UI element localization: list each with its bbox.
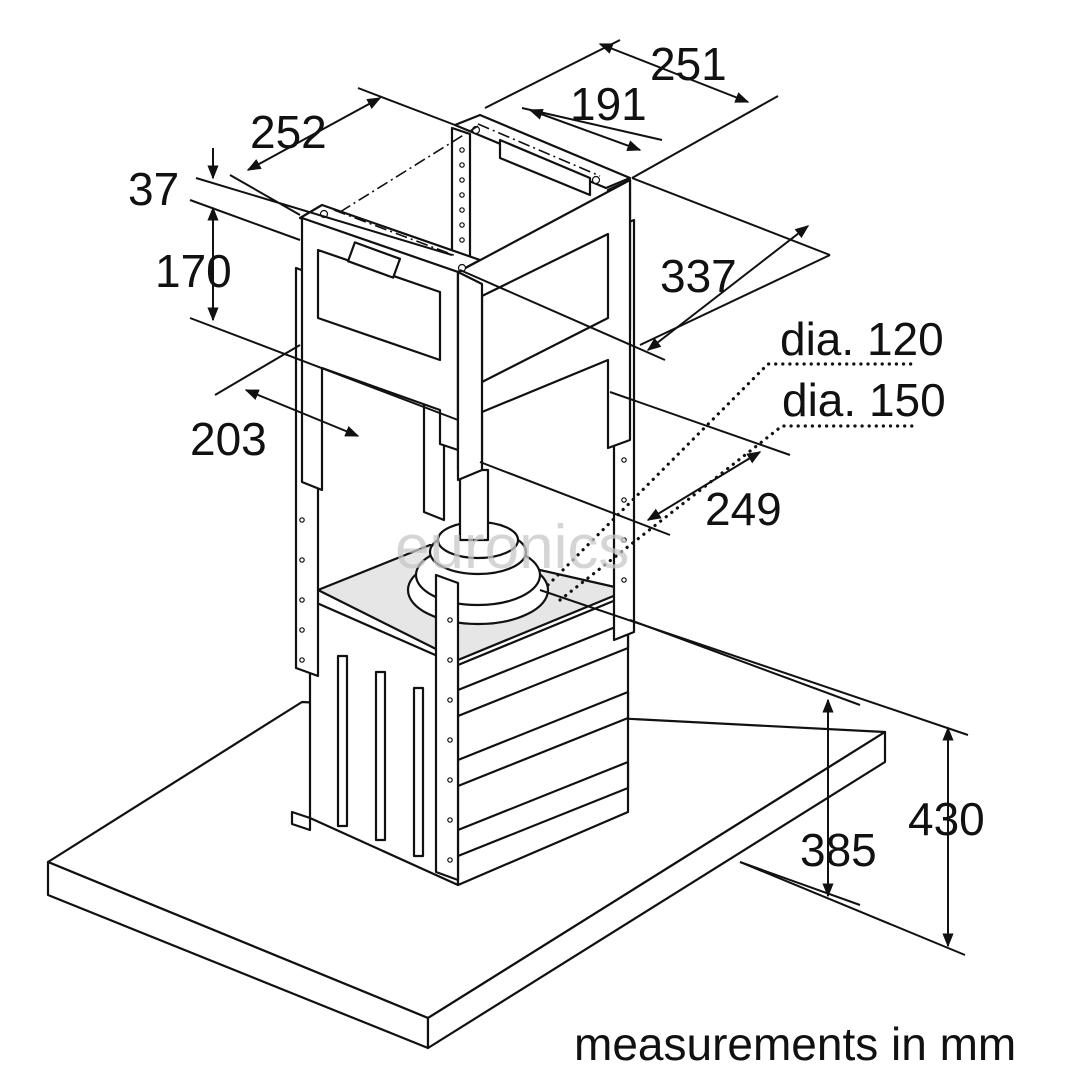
- dim-337: 337: [660, 250, 737, 302]
- lower-chimney-box: [290, 543, 630, 887]
- mounting-holes: [299, 125, 627, 863]
- dim-191: 191: [570, 78, 647, 130]
- dim-252: 252: [250, 106, 327, 158]
- dim-385: 385: [800, 824, 877, 876]
- dim-203: 203: [190, 413, 267, 465]
- euronics-watermark: euronics: [395, 513, 629, 582]
- dim-37: 37: [128, 163, 179, 215]
- dimension-labels: 251 191 252 37 170 337 dia. 120 dia. 150…: [128, 38, 985, 876]
- dim-251: 251: [650, 38, 727, 90]
- dimension-lines: [189, 39, 969, 956]
- measurements-caption: measurements in mm: [574, 1018, 1016, 1070]
- dim-dia-120: dia. 120: [780, 313, 944, 365]
- dim-249: 249: [705, 483, 782, 535]
- dim-430: 430: [908, 793, 985, 845]
- dim-dia-150: dia. 150: [782, 374, 946, 426]
- dim-170: 170: [155, 245, 232, 297]
